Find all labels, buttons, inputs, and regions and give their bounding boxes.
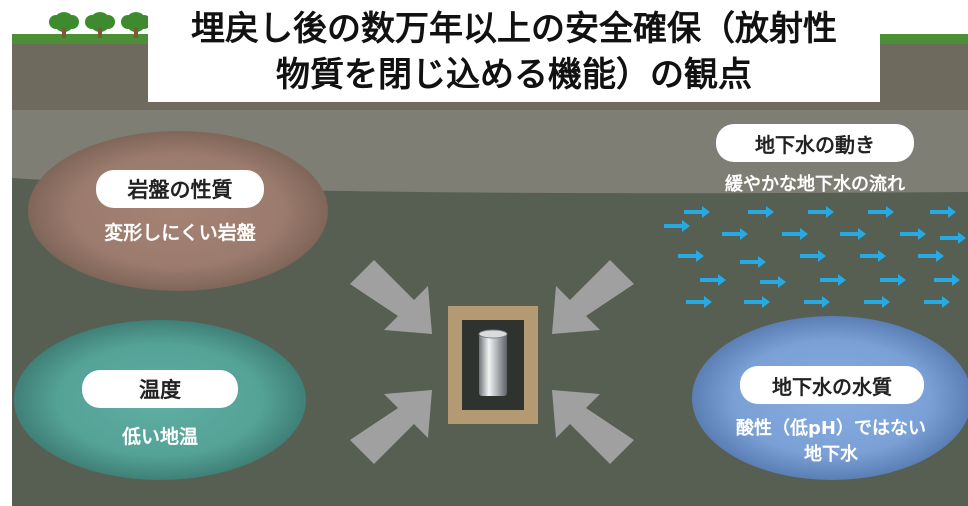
title-line-1: 埋戻し後の数万年以上の安全確保（放射性 <box>191 9 837 49</box>
arrow-bottom-left <box>350 390 432 464</box>
tree-icon <box>121 12 151 38</box>
arrow-right-icon <box>900 228 926 240</box>
rock-property-label: 岩盤の性質 <box>96 170 264 208</box>
tree-icon <box>85 12 115 38</box>
arrow-right-icon <box>860 250 886 262</box>
arrow-right-icon <box>722 228 748 240</box>
groundwater-flow-arrows <box>664 206 966 308</box>
arrow-right-icon <box>760 276 786 288</box>
compression-arrows <box>350 260 634 464</box>
arrow-right-icon <box>686 296 712 308</box>
arrow-top-left <box>350 260 432 334</box>
arrow-right-icon <box>924 296 950 308</box>
arrow-right-icon <box>880 274 906 286</box>
arrow-right-icon <box>744 296 770 308</box>
arrow-top-right <box>552 260 634 334</box>
title-banner: 埋戻し後の数万年以上の安全確保（放射性 物質を閉じ込める機能）の観点 <box>148 2 880 102</box>
arrow-right-icon <box>740 256 766 268</box>
arrow-right-icon <box>934 274 960 286</box>
arrow-right-icon <box>782 228 808 240</box>
groundwater-flow-label: 地下水の動き <box>716 124 914 162</box>
waste-canister-icon <box>478 329 508 396</box>
arrow-right-icon <box>808 206 834 218</box>
water-quality-description-line-1: 酸性（低pH）ではない <box>736 418 926 439</box>
water-quality-description-line-2: 地下水 <box>804 444 858 465</box>
arrow-right-icon <box>800 250 826 262</box>
rock-property-description: 変形しにくい岩盤 <box>104 222 256 244</box>
arrow-right-icon <box>940 232 966 244</box>
arrow-right-icon <box>840 228 866 240</box>
arrow-right-icon <box>864 296 890 308</box>
arrow-right-icon <box>684 206 710 218</box>
tree-icon <box>49 12 79 38</box>
arrow-right-icon <box>664 220 690 232</box>
arrow-right-icon <box>748 206 774 218</box>
arrow-right-icon <box>820 274 846 286</box>
arrow-bottom-right <box>552 390 634 464</box>
rock-property-ellipse <box>28 131 328 291</box>
arrow-right-icon <box>678 250 704 262</box>
arrow-right-icon <box>918 250 944 262</box>
groundwater-flow-description: 緩やかな地下水の流れ <box>725 174 905 195</box>
arrow-right-icon <box>804 296 830 308</box>
water-quality-label: 地下水の水質 <box>740 366 924 404</box>
temperature-description: 低い地温 <box>121 426 198 448</box>
arrow-right-icon <box>700 274 726 286</box>
title-line-2: 物質を閉じ込める機能）の観点 <box>276 55 752 95</box>
temperature-label: 温度 <box>82 370 238 408</box>
arrow-right-icon <box>930 206 956 218</box>
arrow-right-icon <box>868 206 894 218</box>
